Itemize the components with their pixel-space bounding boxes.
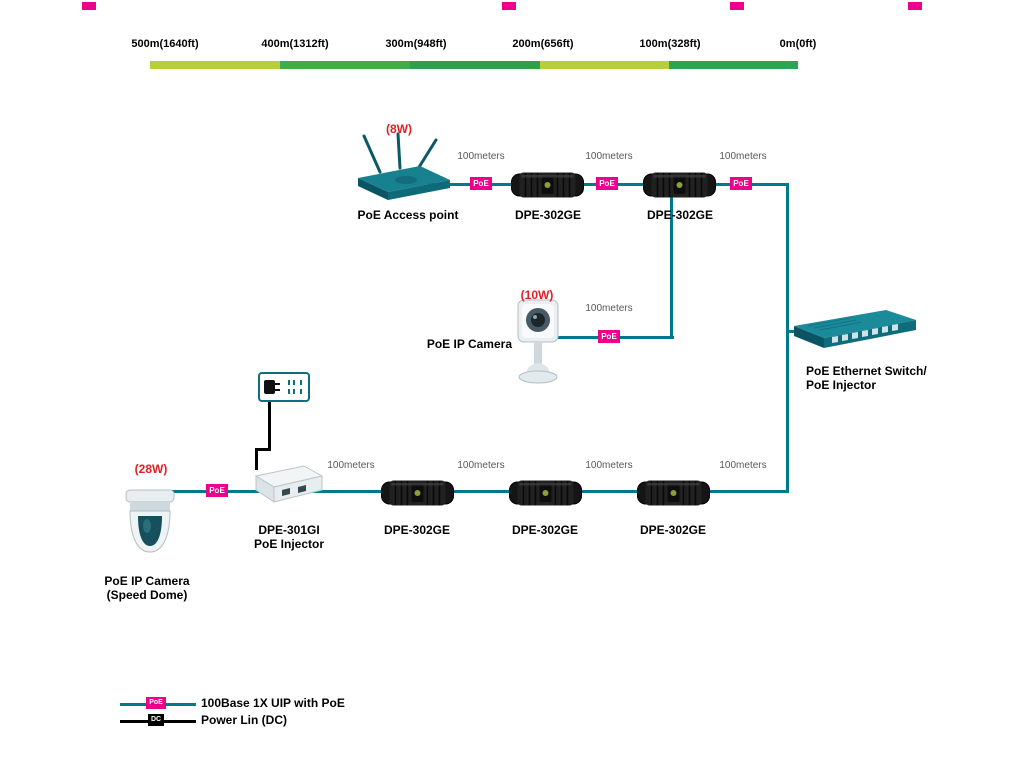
scale-label-200m: 200m(656ft) bbox=[512, 38, 574, 50]
cable-right-riser bbox=[786, 183, 789, 493]
edge-fragment bbox=[502, 2, 516, 10]
switch-label-line1: PoE Ethernet Switch/ bbox=[806, 364, 927, 378]
scale-bar-segment bbox=[150, 61, 280, 69]
ip-camera-wattage: (10W) bbox=[520, 288, 554, 302]
scale-label-500m: 500m(1640ft) bbox=[131, 38, 199, 50]
scale-bar-segment bbox=[540, 61, 669, 69]
dome-camera-label-line1: PoE IP Camera bbox=[104, 574, 190, 588]
extender-label: DPE-302GE bbox=[639, 523, 707, 537]
ip-camera-icon bbox=[517, 299, 559, 384]
poe-extender-icon bbox=[643, 172, 716, 198]
poe-extender-icon bbox=[637, 480, 710, 506]
extender-label: DPE-302GE bbox=[514, 208, 582, 222]
link-length-label: 100meters bbox=[585, 303, 633, 314]
access-point-icon bbox=[358, 132, 450, 200]
extender-label: DPE-302GE bbox=[383, 523, 451, 537]
edge-fragment bbox=[908, 2, 922, 10]
cable-bottom-run bbox=[170, 490, 789, 493]
ethernet-switch-icon bbox=[794, 310, 916, 348]
poe-badge: PoE bbox=[730, 177, 752, 190]
poe-badge: PoE bbox=[596, 177, 618, 190]
injector-label-line2: PoE Injector bbox=[253, 537, 325, 551]
dome-camera-label-line2: (Speed Dome) bbox=[106, 588, 188, 602]
power-outlet-icon bbox=[258, 372, 310, 402]
scale-label-400m: 400m(1312ft) bbox=[261, 38, 329, 50]
power-cord-segment bbox=[255, 448, 258, 470]
power-cord-segment bbox=[255, 448, 271, 451]
poe-badge: PoE bbox=[598, 330, 620, 343]
poe-extender-icon bbox=[381, 480, 454, 506]
injector-label-line1: DPE-301GI bbox=[258, 523, 320, 537]
link-length-label: 100meters bbox=[719, 151, 767, 162]
extender-label: DPE-302GE bbox=[646, 208, 714, 222]
legend-poe-label: 100Base 1X UIP with PoE bbox=[201, 696, 345, 710]
cable-camera-riser bbox=[670, 197, 673, 339]
link-length-label: 100meters bbox=[585, 460, 633, 471]
scale-label-100m: 100m(328ft) bbox=[639, 38, 701, 50]
access-point-label: PoE Access point bbox=[357, 208, 459, 222]
edge-fragment bbox=[730, 2, 744, 10]
link-length-label: 100meters bbox=[719, 460, 767, 471]
link-length-label: 100meters bbox=[457, 460, 505, 471]
speed-dome-camera-icon bbox=[125, 489, 175, 553]
ip-camera-label: PoE IP Camera bbox=[426, 337, 512, 351]
extender-label: DPE-302GE bbox=[511, 523, 579, 537]
distance-scale-bar bbox=[150, 61, 798, 69]
scale-bar-segment bbox=[280, 61, 410, 69]
link-length-label: 100meters bbox=[457, 151, 505, 162]
edge-fragment bbox=[82, 2, 96, 10]
scale-bar-segment bbox=[669, 61, 798, 69]
poe-extender-icon bbox=[509, 480, 582, 506]
legend-poe-badge: PoE bbox=[146, 697, 166, 709]
scale-label-300m: 300m(948ft) bbox=[385, 38, 447, 50]
switch-label-line2: PoE Injector bbox=[806, 378, 877, 392]
access-point-wattage: (8W) bbox=[386, 122, 412, 136]
poe-injector-icon bbox=[254, 465, 324, 503]
legend-dc-badge: DC bbox=[148, 714, 164, 726]
link-length-label: 100meters bbox=[585, 151, 633, 162]
power-cord-segment bbox=[268, 400, 271, 450]
scale-label-0m: 0m(0ft) bbox=[779, 38, 817, 50]
legend-dc-label: Power Lin (DC) bbox=[201, 713, 287, 727]
dome-camera-wattage: (28W) bbox=[134, 462, 168, 476]
poe-extender-icon bbox=[511, 172, 584, 198]
poe-badge: PoE bbox=[470, 177, 492, 190]
scale-bar-segment bbox=[410, 61, 540, 69]
link-length-label: 100meters bbox=[327, 460, 375, 471]
poe-badge: PoE bbox=[206, 484, 228, 497]
